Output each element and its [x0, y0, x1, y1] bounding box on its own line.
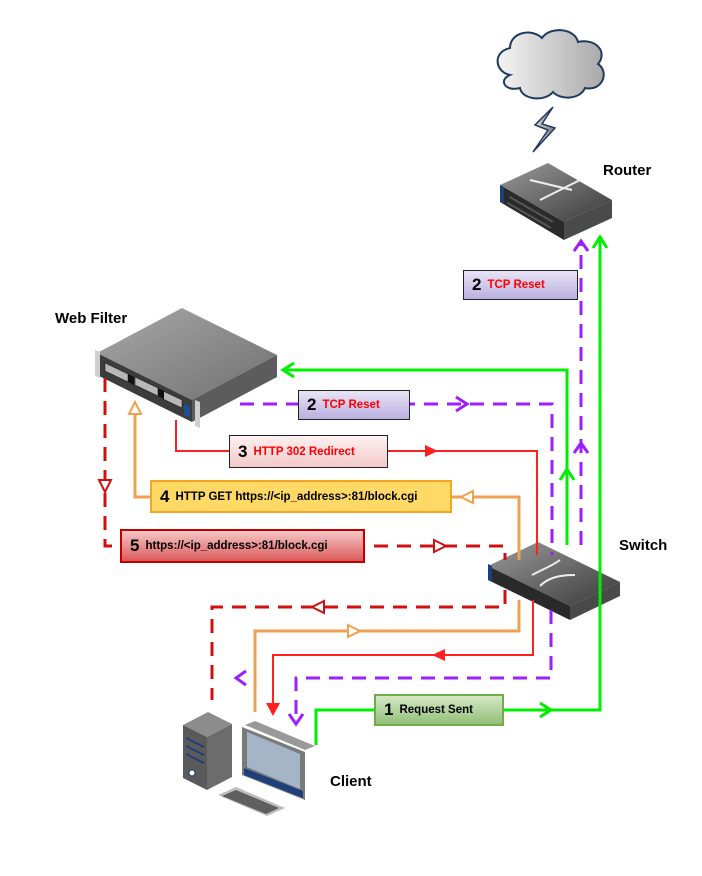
tcp-reset-path-switch-to-client	[294, 610, 553, 722]
arrow-green-request-icon	[539, 701, 554, 719]
arrow-darkred-down-icon	[97, 479, 113, 495]
switch-icon	[488, 542, 620, 620]
arrow-orange-switch-icon	[347, 623, 363, 639]
step-number: 2	[472, 275, 482, 294]
arrow-orange-webfilter-icon	[127, 399, 143, 415]
step-number: 3	[238, 441, 248, 461]
web-filter-label: Web Filter	[55, 310, 128, 327]
step-2-tcp-reset-router-box: 2 TCP Reset	[463, 270, 578, 300]
step-2-tcp-reset-webfilter-box: 2 TCP Reset	[298, 390, 410, 420]
step-text: TCP Reset	[487, 279, 545, 291]
step-number: 2	[307, 395, 317, 414]
arrow-red-client-icon	[266, 703, 280, 716]
arrow-red-client-h-icon	[432, 649, 445, 661]
client-computer-icon	[183, 712, 315, 816]
arrow-purple-client-icon	[287, 713, 305, 727]
step-1-request-sent-box: 1 Request Sent	[374, 694, 504, 726]
lightning-bolt-icon	[532, 106, 557, 153]
arrow-purple-router-icon	[572, 440, 590, 454]
router-label: Router	[603, 162, 652, 179]
arrow-purple-reset-icon	[455, 395, 470, 413]
step-text: https://<ip_address>:81/block.cgi	[145, 540, 328, 552]
redirect-path-switch-to-client	[272, 600, 534, 712]
arrow-green-on-switch-icon	[558, 466, 576, 481]
step-text: TCP Reset	[322, 399, 380, 411]
step-5-block-page-box: 5 https://<ip_address>:81/block.cgi	[120, 529, 365, 563]
router-icon	[500, 163, 612, 240]
step-text: HTTP 302 Redirect	[253, 445, 355, 458]
arrow-green-to-webfilter-icon	[280, 361, 295, 379]
step-number: 4	[160, 486, 170, 506]
step-number: 5	[130, 536, 140, 555]
step-text: HTTP GET https://<ip_address>:81/block.c…	[175, 490, 418, 503]
arrow-darkred-switch-icon	[433, 538, 449, 554]
arrow-red-redirect-icon	[425, 445, 438, 457]
arrow-purple-router-top-icon	[572, 238, 590, 252]
request-path-switch-to-webfilter	[282, 368, 569, 545]
client-label: Client	[330, 773, 372, 790]
http-get-path-client-to-switch	[253, 600, 521, 712]
internet-cloud-icon	[496, 29, 605, 100]
arrow-green-to-router-icon	[591, 234, 609, 249]
block-page-path-switch-to-client	[210, 590, 507, 700]
switch-label: Switch	[619, 537, 668, 554]
step-number: 1	[384, 700, 394, 719]
arrow-orange-get-icon	[458, 489, 474, 505]
step-3-http-redirect-box: 3 HTTP 302 Redirect	[229, 435, 388, 468]
web-filter-server-icon	[95, 308, 277, 428]
arrow-darkred-client-icon	[309, 599, 325, 615]
arrow-purple-client-h-icon	[233, 669, 247, 687]
step-text: Request Sent	[399, 704, 473, 716]
step-4-http-get-box: 4 HTTP GET https://<ip_address>:81/block…	[150, 480, 452, 513]
